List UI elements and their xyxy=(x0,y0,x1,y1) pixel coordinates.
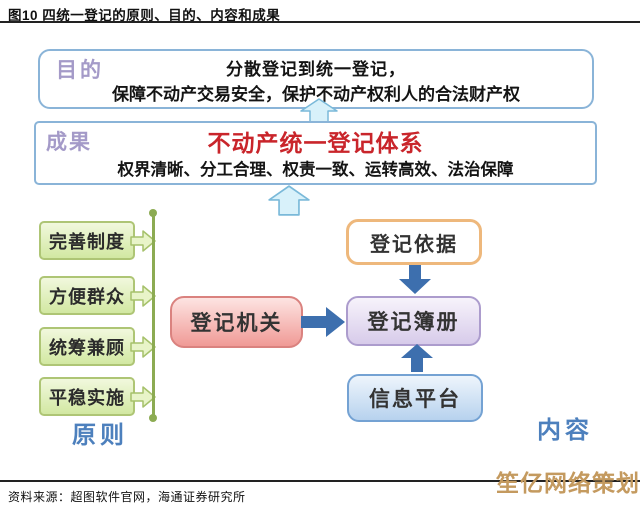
registry-basis-box: 登记依据 xyxy=(346,219,482,265)
purpose-text-line2: 保障不动产交易安全，保护不动产权利人的合法财产权 xyxy=(112,85,520,104)
footer-divider xyxy=(0,480,640,482)
achievement-heading: 不动产统一登记体系 xyxy=(207,130,424,156)
principles-connector-line xyxy=(152,213,155,418)
achievement-box: 成果 不动产统一登记体系 权界清晰、分工合理、权责一致、运转高效、法治保障 xyxy=(34,121,597,185)
achievement-subtitle: 权界清晰、分工合理、权责一致、运转高效、法治保障 xyxy=(117,161,514,179)
up-arrow-icon xyxy=(400,344,434,373)
principle-box: 统筹兼顾 xyxy=(39,327,135,366)
principle-box: 平稳实施 xyxy=(39,377,135,416)
chevron-right-icon xyxy=(130,386,156,408)
purpose-label: 目的 xyxy=(56,59,104,82)
registry-book-box: 登记簿册 xyxy=(346,296,481,346)
watermark: 笙亿网络策划 xyxy=(496,470,640,496)
purpose-text-line1: 分散登记到统一登记， xyxy=(226,60,406,79)
info-platform-box: 信息平台 xyxy=(347,374,483,422)
figure-title: 图10 四统一登记的原则、目的、内容和成果 xyxy=(8,8,281,23)
chevron-right-icon xyxy=(130,336,156,358)
connector-dot xyxy=(149,209,157,217)
content-section-label: 内容 xyxy=(537,417,593,444)
chevron-right-icon xyxy=(130,285,156,307)
principles-section-label: 原则 xyxy=(72,422,128,449)
registry-authority-box: 登记机关 xyxy=(170,296,303,348)
source-note: 资料来源：超图软件官网，海通证券研究所 xyxy=(8,490,246,504)
achievement-label: 成果 xyxy=(46,131,92,154)
chevron-right-icon xyxy=(130,230,156,252)
connector-dot xyxy=(149,414,157,422)
up-arrow-icon xyxy=(268,185,310,216)
principle-box: 方便群众 xyxy=(39,276,135,315)
down-arrow-icon xyxy=(398,265,432,295)
principle-box: 完善制度 xyxy=(39,221,135,260)
title-divider xyxy=(0,21,640,23)
right-arrow-icon xyxy=(301,305,346,339)
